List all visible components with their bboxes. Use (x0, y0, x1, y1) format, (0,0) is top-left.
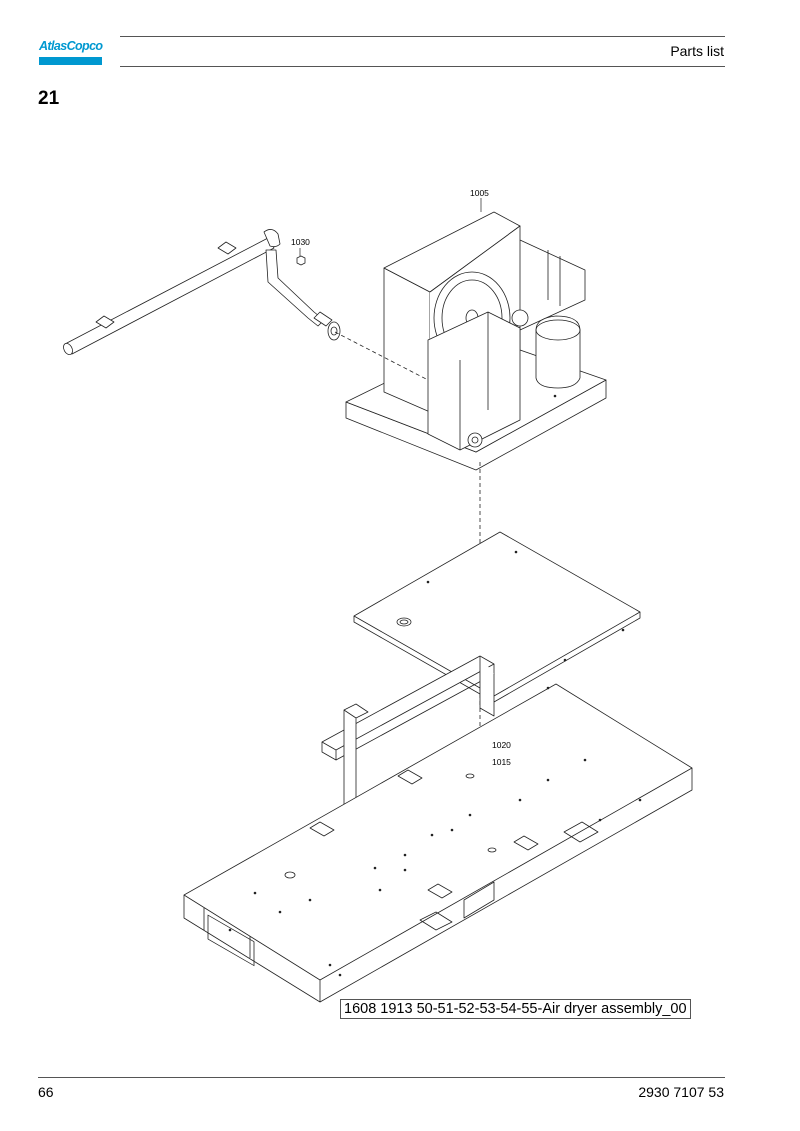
callout-1020: 1020 (492, 740, 511, 750)
part-1030-fitting (296, 255, 306, 266)
condensing-unit-1005 (345, 211, 607, 471)
drawing-caption: 1608 1913 50-51-52-53-54-55-Air dryer as… (340, 999, 691, 1019)
atlas-copco-logo: AtlasCopco (39, 38, 103, 65)
header-rule-bottom (120, 66, 725, 67)
base-frame (183, 683, 693, 1003)
callout-1015: 1015 (492, 757, 511, 767)
header-rule-top (120, 36, 725, 37)
callout-1005: 1005 (470, 188, 489, 198)
document-number: 2930 7107 53 (638, 1084, 724, 1100)
logo-wordmark: AtlasCopco (39, 39, 103, 53)
section-number: 21 (38, 88, 60, 109)
callout-1030: 1030 (291, 237, 310, 247)
top-cover-plate (353, 531, 641, 703)
page-number: 66 (38, 1084, 54, 1100)
footer-rule (38, 1077, 725, 1078)
pipe-assembly (63, 229, 341, 356)
logo-bar (39, 57, 102, 65)
header-title: Parts list (670, 43, 724, 59)
base-holes (228, 394, 642, 977)
